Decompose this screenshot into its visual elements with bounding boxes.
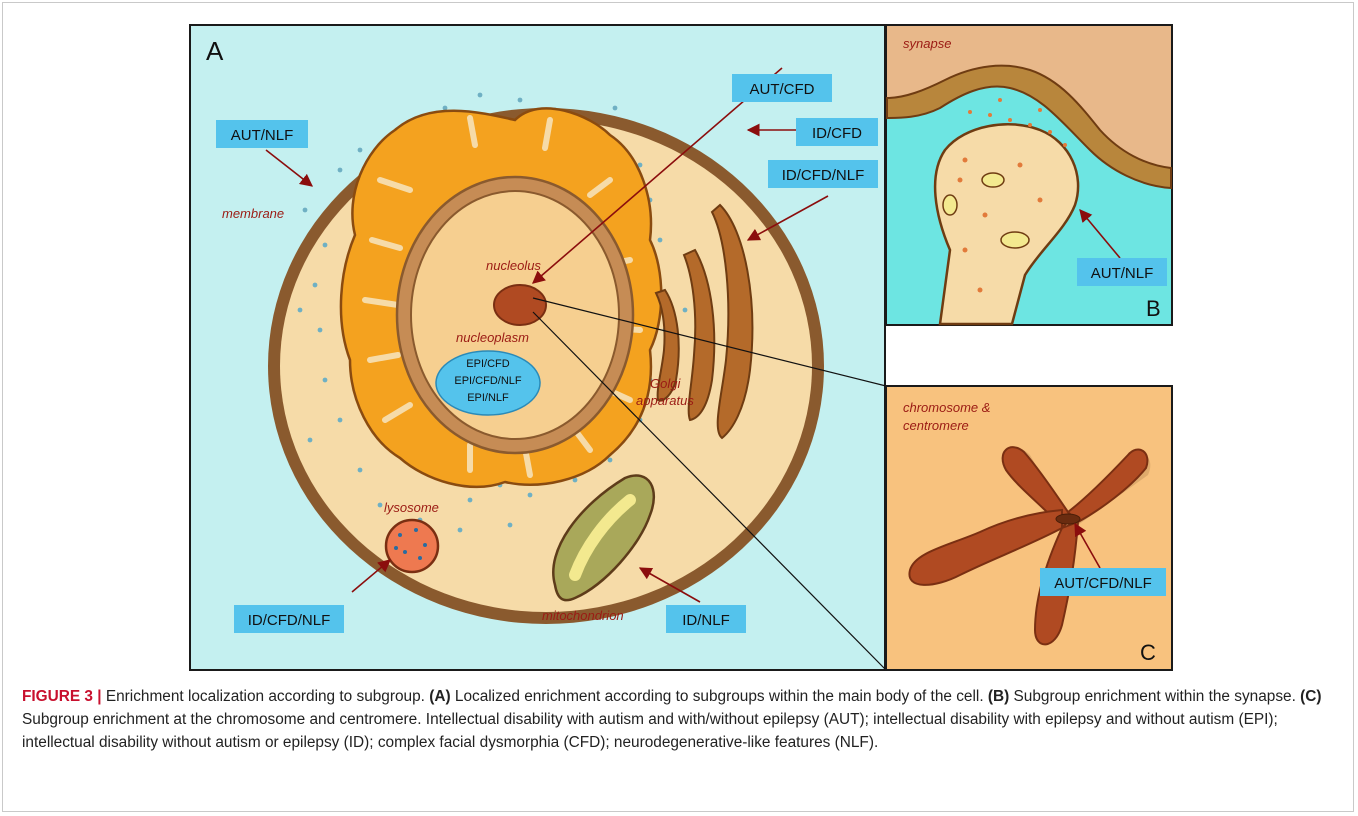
label-golgi-2: apparatus [636, 393, 694, 408]
figure-illustration: A [0, 0, 1358, 680]
lysosome [386, 520, 438, 572]
nucleoplasm-tag-line-2: EPI/CFD/NLF [454, 375, 522, 387]
tag-aut-cfd-nlf: AUT/CFD/NLF [1040, 568, 1166, 596]
tag-aut-nlf-synapse: AUT/NLF [1077, 258, 1167, 286]
tag-id-cfd: ID/CFD [796, 118, 878, 146]
caption-b-label: (B) [988, 688, 1009, 705]
svg-text:ID/NLF: ID/NLF [682, 612, 730, 629]
label-nucleolus: nucleolus [486, 258, 541, 273]
label-synapse: synapse [903, 36, 951, 51]
label-mitochondrion: mitochondrion [542, 608, 624, 623]
nucleolus [494, 285, 546, 325]
panel-a: A [190, 25, 885, 670]
caption-b-text: Subgroup enrichment within the synapse. [1009, 688, 1300, 705]
caption-c-text: Subgroup enrichment at the chromosome an… [22, 711, 1278, 751]
svg-text:ID/CFD/NLF: ID/CFD/NLF [248, 612, 331, 629]
panel-c-letter: C [1140, 640, 1156, 665]
panel-b: synapse AUT/NLF B [886, 25, 1172, 325]
label-chromosome-1: chromosome & [903, 400, 990, 415]
nucleoplasm-tag-line-3: EPI/NLF [467, 392, 509, 404]
tag-aut-cfd: AUT/CFD [732, 74, 832, 102]
svg-text:ID/CFD: ID/CFD [812, 125, 862, 142]
svg-text:AUT/NLF: AUT/NLF [231, 127, 294, 144]
caption-a-label: (A) [429, 688, 450, 705]
svg-text:AUT/CFD/NLF: AUT/CFD/NLF [1054, 575, 1152, 592]
panel-b-letter: B [1146, 296, 1161, 321]
svg-text:AUT/NLF: AUT/NLF [1091, 265, 1154, 282]
tag-id-cfd-nlf-lysosome: ID/CFD/NLF [234, 605, 344, 633]
caption-a-text: Localized enrichment according to subgro… [451, 688, 988, 705]
svg-text:AUT/CFD: AUT/CFD [750, 81, 815, 98]
tag-aut-nlf-membrane: AUT/NLF [216, 120, 308, 148]
nucleoplasm-tag-line-1: EPI/CFD [466, 358, 509, 370]
panel-a-letter: A [206, 36, 224, 66]
tag-id-nlf: ID/NLF [666, 605, 746, 633]
panel-c: chromosome & centromere AUT/CFD/NLF C [886, 386, 1172, 670]
label-nucleoplasm: nucleoplasm [456, 330, 529, 345]
tag-id-cfd-nlf-golgi: ID/CFD/NLF [768, 160, 878, 188]
label-chromosome-2: centromere [903, 418, 969, 433]
figure-caption: FIGURE 3 | Enrichment localization accor… [22, 685, 1338, 754]
label-lysosome: lysosome [384, 500, 439, 515]
caption-intro: Enrichment localization according to sub… [102, 688, 430, 705]
caption-c-label: (C) [1300, 688, 1321, 705]
caption-figure-label: FIGURE 3 | [22, 688, 102, 705]
label-golgi-1: Golgi [650, 376, 681, 391]
svg-text:ID/CFD/NLF: ID/CFD/NLF [782, 167, 865, 184]
label-membrane: membrane [222, 206, 284, 221]
